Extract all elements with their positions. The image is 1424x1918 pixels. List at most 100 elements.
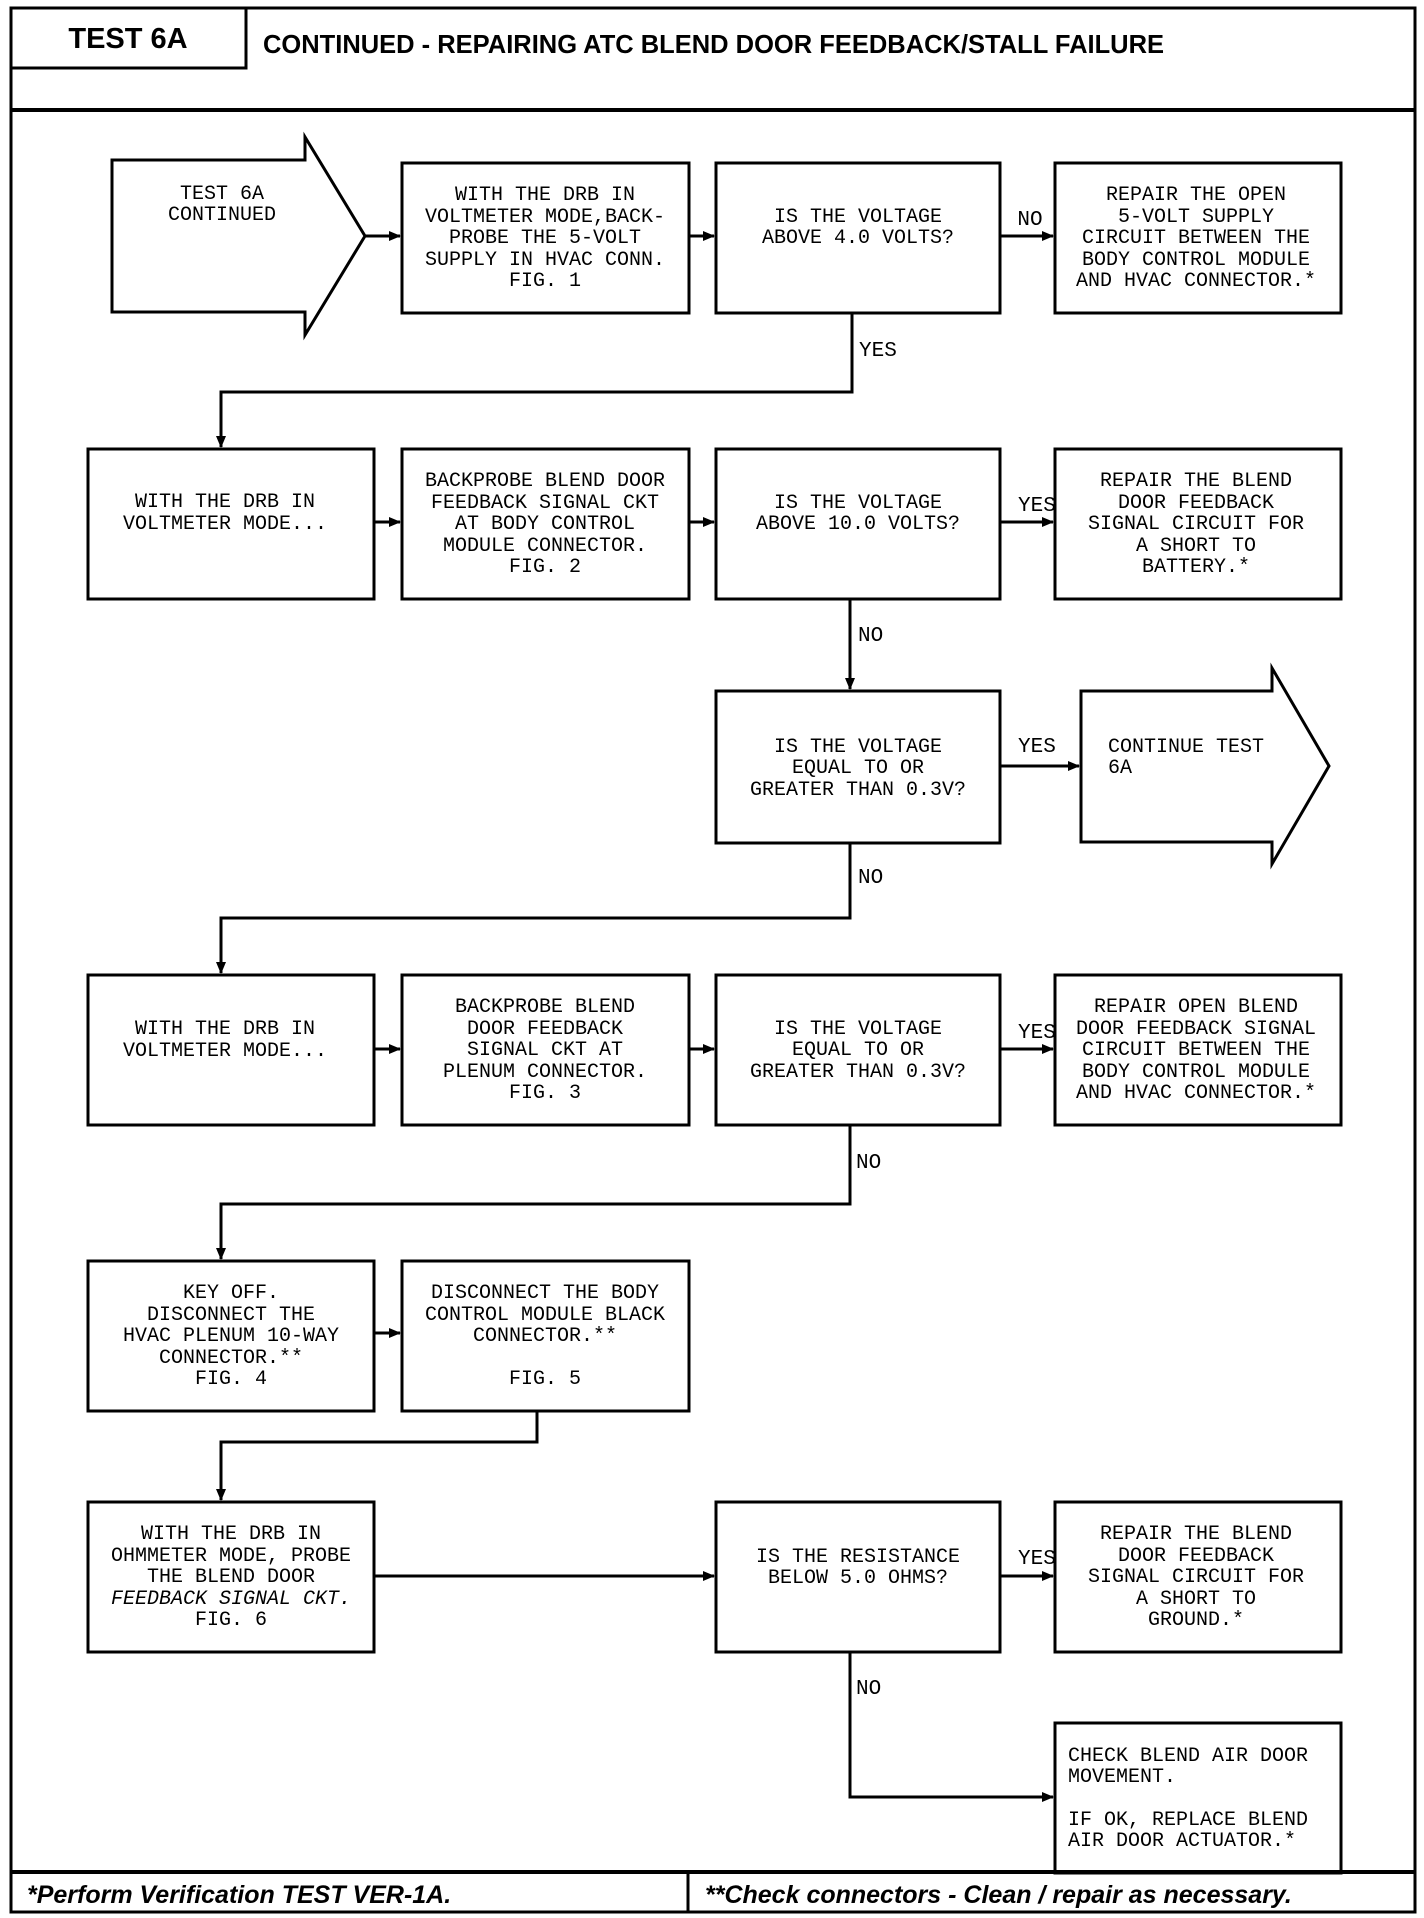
step2-box <box>86 447 376 601</box>
q4-text-line: IS THE VOLTAGE <box>774 1018 942 1041</box>
q5-text-line: BELOW 5.0 OHMS? <box>768 1567 948 1590</box>
r4-text-line: REPAIR OPEN BLEND <box>1094 996 1298 1019</box>
r4-text-line: BODY CONTROL MODULE <box>1082 1061 1310 1084</box>
label-q1-no: NO <box>1017 209 1042 232</box>
r5-text-line: DOOR FEEDBACK <box>1118 1545 1274 1568</box>
step3-text-line: MODULE CONNECTOR. <box>443 535 647 558</box>
step1-box <box>400 161 691 315</box>
r5-text-line: SIGNAL CIRCUIT FOR <box>1088 1566 1304 1589</box>
step1-text-line: WITH THE DRB IN <box>455 184 635 207</box>
continue-text-line: 6A <box>1108 757 1132 780</box>
step1-text-line: FIG. 1 <box>509 270 581 293</box>
r1-text-line: AND HVAC CONNECTOR.* <box>1076 270 1316 293</box>
step6-text-line: CONNECTOR.** <box>159 1347 303 1370</box>
label-q3-yes: YES <box>1018 736 1056 759</box>
step7-text-line: FIG. 5 <box>509 1368 581 1391</box>
start-arrow-shape <box>110 131 367 341</box>
q3-text-line: IS THE VOLTAGE <box>774 736 942 759</box>
step8-text-line: THE BLEND DOOR <box>147 1566 315 1589</box>
q5-text-line: IS THE RESISTANCE <box>756 1546 960 1569</box>
q3-text-line: EQUAL TO OR <box>792 757 924 780</box>
label-q2-no: NO <box>858 625 883 648</box>
arrow-q3-no-to-step4 <box>216 843 852 974</box>
start-text-line: TEST 6A <box>180 183 264 206</box>
q1-text-line: IS THE VOLTAGE <box>774 206 942 229</box>
q2-text-line: ABOVE 10.0 VOLTS? <box>756 513 960 536</box>
r5-text-line: REPAIR THE BLEND <box>1100 1523 1292 1546</box>
r2-text-line: BATTERY.* <box>1142 556 1250 579</box>
r4-box <box>1053 973 1343 1127</box>
step5-text-line: BACKPROBE BLEND <box>455 996 635 1019</box>
step1-text-line: VOLTMETER MODE,BACK- <box>425 206 665 229</box>
step7-text-line: CONTROL MODULE BLACK <box>425 1304 665 1327</box>
step8-text-line: WITH THE DRB IN <box>141 1523 321 1546</box>
label-q5-yes: YES <box>1018 1548 1056 1571</box>
step6-text-line: FIG. 4 <box>195 1368 267 1391</box>
step6-text-line: HVAC PLENUM 10-WAY <box>123 1325 339 1348</box>
step4-text-line: WITH THE DRB IN <box>135 1018 315 1041</box>
label-q4-yes: YES <box>1018 1022 1056 1045</box>
r6-text-line: CHECK BLEND AIR DOOR <box>1068 1745 1308 1768</box>
footer-note-verification: *Perform Verification TEST VER-1A. <box>27 1881 451 1909</box>
step5-text-line: DOOR FEEDBACK <box>467 1018 623 1041</box>
r6-text-line: MOVEMENT. <box>1068 1766 1176 1789</box>
arrow-q1-yes-to-step2 <box>216 313 854 448</box>
start-text-line: CONTINUED <box>168 204 276 227</box>
r4-text-line: DOOR FEEDBACK SIGNAL <box>1076 1018 1316 1041</box>
step2-text-line: VOLTMETER MODE... <box>123 513 327 536</box>
continue-arrow-shape <box>1079 662 1331 870</box>
r1-text-line: REPAIR THE OPEN <box>1106 184 1286 207</box>
page-title: CONTINUED - REPAIRING ATC BLEND DOOR FEE… <box>263 31 1164 59</box>
label-q4-no: NO <box>856 1152 881 1175</box>
step3-text-line: FIG. 2 <box>509 556 581 579</box>
step3-text-line: BACKPROBE BLEND DOOR <box>425 470 665 493</box>
r1-text-line: CIRCUIT BETWEEN THE <box>1082 227 1310 250</box>
r5-text-line: A SHORT TO <box>1136 1588 1256 1611</box>
step2-text-line: WITH THE DRB IN <box>135 491 315 514</box>
r1-text-line: BODY CONTROL MODULE <box>1082 249 1310 272</box>
label-q3-no: NO <box>858 867 883 890</box>
step3-text-line: AT BODY CONTROL <box>455 513 635 536</box>
step7-text-line: DISCONNECT THE BODY <box>431 1282 659 1305</box>
r2-text-line: A SHORT TO <box>1136 535 1256 558</box>
label-q2-yes: YES <box>1018 495 1056 518</box>
test-id-box <box>9 6 248 70</box>
arrow-q4-no-to-step6 <box>216 1125 852 1260</box>
step5-text-line: PLENUM CONNECTOR. <box>443 1061 647 1084</box>
step5-text-line: SIGNAL CKT AT <box>467 1039 623 1062</box>
step5-text-line: FIG. 3 <box>509 1082 581 1105</box>
outer-frame <box>9 6 1417 1914</box>
step6-text-line: KEY OFF. <box>183 1282 279 1305</box>
r1-box <box>1053 161 1343 315</box>
step1-text-line: PROBE THE 5-VOLT <box>449 227 641 250</box>
q4-text-line: EQUAL TO OR <box>792 1039 924 1062</box>
r2-text-line: DOOR FEEDBACK <box>1118 492 1274 515</box>
r5-box <box>1053 1500 1343 1654</box>
r5-text-line: GROUND.* <box>1148 1609 1244 1632</box>
step6-box <box>86 1259 376 1413</box>
footer-note-connectors: **Check connectors - Clean / repair as n… <box>705 1881 1292 1909</box>
q1-box <box>714 161 1002 315</box>
test-id: TEST 6A <box>68 23 187 55</box>
r2-text-line: SIGNAL CIRCUIT FOR <box>1088 513 1304 536</box>
step7-text-line: CONNECTOR.** <box>473 1325 617 1348</box>
step8-text-line: FIG. 6 <box>195 1609 267 1632</box>
step7-box <box>400 1259 691 1413</box>
q2-text-line: IS THE VOLTAGE <box>774 492 942 515</box>
step1-text-line: SUPPLY IN HVAC CONN. <box>425 249 665 272</box>
r4-text-line: AND HVAC CONNECTOR.* <box>1076 1082 1316 1105</box>
label-q1-yes: YES <box>859 340 897 363</box>
r2-box <box>1053 447 1343 601</box>
r6-text-line: AIR DOOR ACTUATOR.* <box>1068 1830 1296 1853</box>
step6-text-line: DISCONNECT THE <box>147 1304 315 1327</box>
r2-text-line: REPAIR THE BLEND <box>1100 470 1292 493</box>
step8-text-line: FEEDBACK SIGNAL CKT. <box>111 1588 351 1611</box>
arrow-step7-to-step8 <box>216 1411 539 1501</box>
step4-text-line: VOLTMETER MODE... <box>123 1040 327 1063</box>
r6-text-line: IF OK, REPLACE BLEND <box>1068 1809 1308 1832</box>
step8-text-line: OHMMETER MODE, PROBE <box>111 1545 351 1568</box>
continue-text-line: CONTINUE TEST <box>1108 736 1264 759</box>
q3-text-line: GREATER THAN 0.3V? <box>750 779 966 802</box>
